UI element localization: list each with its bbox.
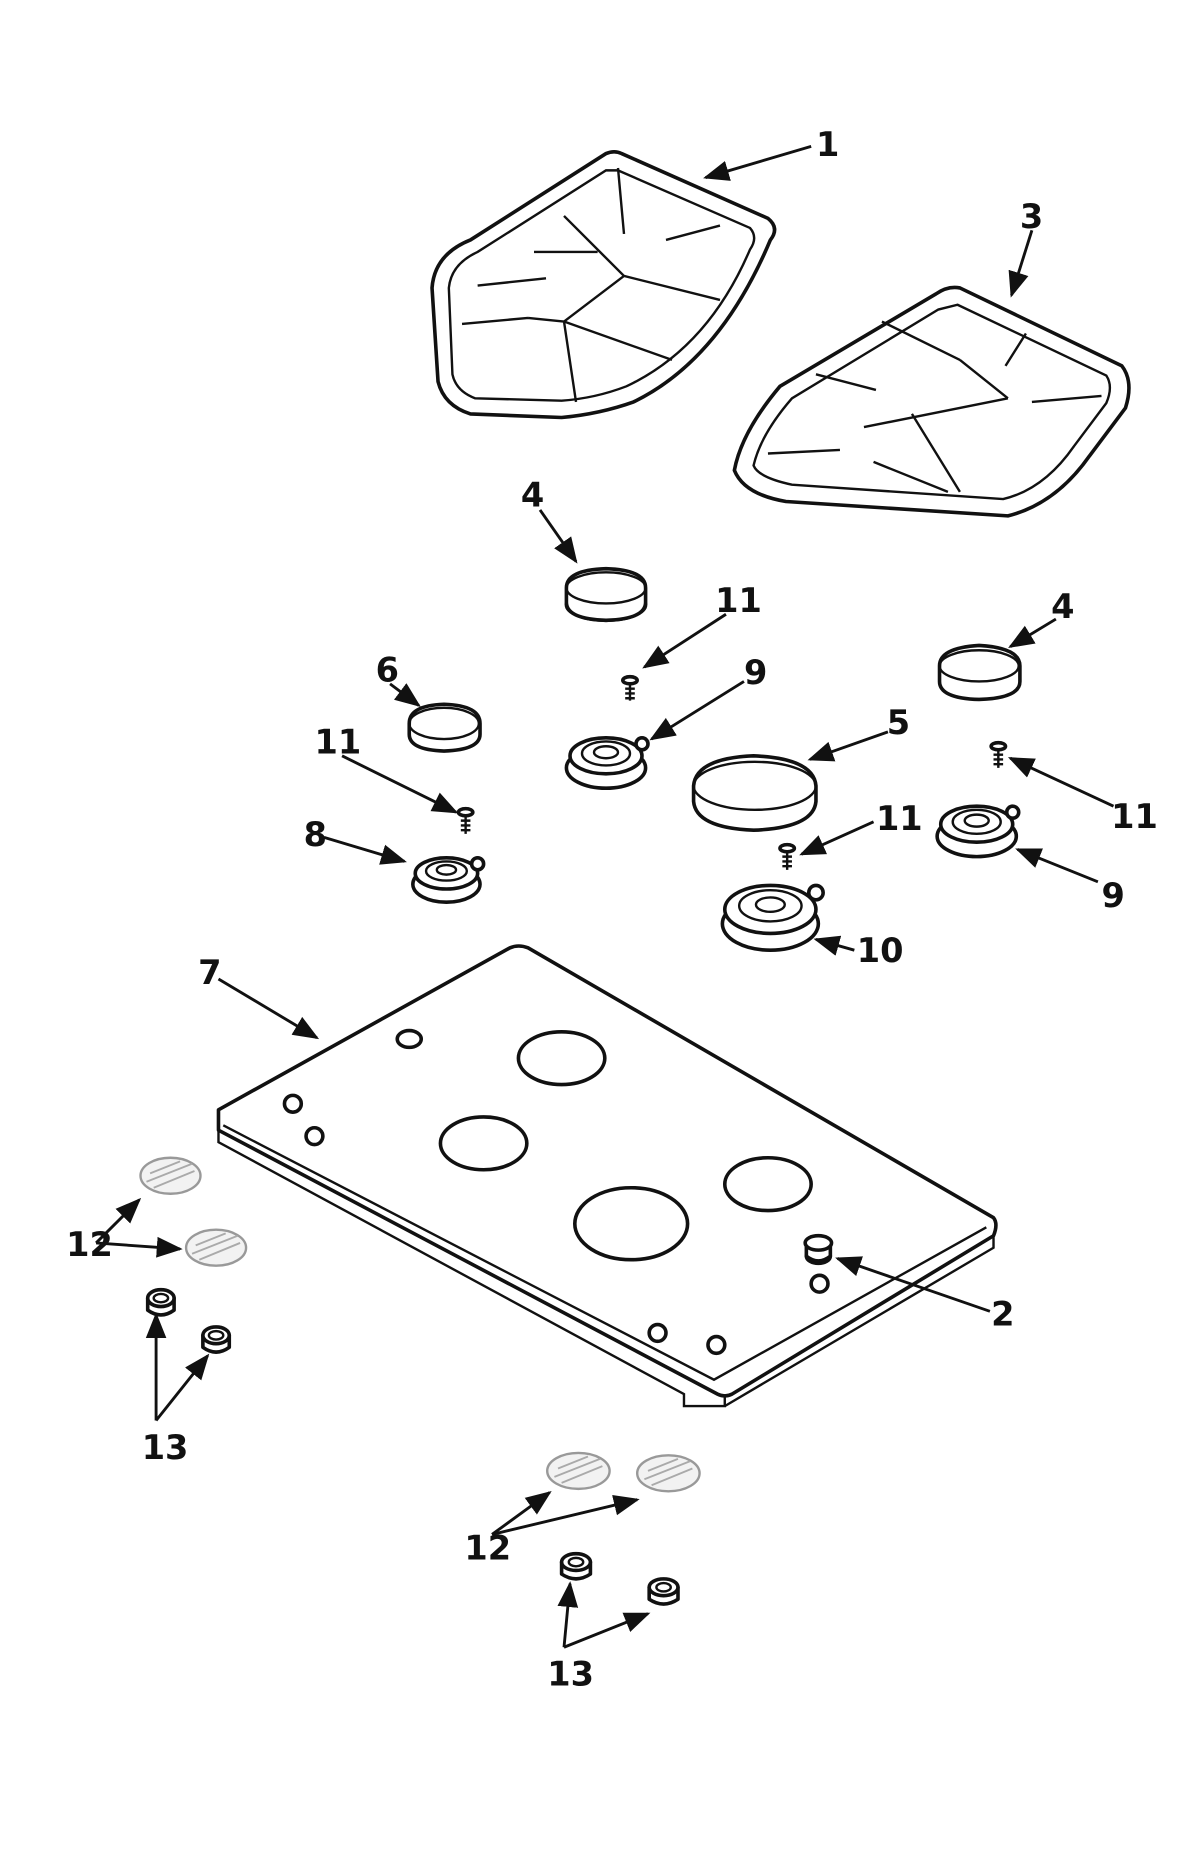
callout-4-left: 4	[521, 475, 544, 514]
bezel-part-13-a	[145, 1287, 176, 1317]
screw-part-11-d	[989, 740, 1008, 768]
callout-9-left: 9	[744, 653, 767, 692]
screw-part-11-b	[456, 806, 475, 834]
callout-11-left: 11	[314, 722, 361, 761]
bezel-part-13-b	[201, 1325, 232, 1354]
callout-8: 8	[304, 815, 327, 854]
callout-13-bottom: 13	[547, 1655, 594, 1694]
callout-12-left: 12	[66, 1225, 113, 1264]
grate-right-part-3	[732, 285, 1131, 518]
callout-9-right: 9	[1101, 876, 1124, 915]
screw-part-11-c	[778, 842, 797, 870]
leader-lines	[95, 144, 1115, 1649]
callout-4-right: 4	[1051, 587, 1074, 626]
grommet-part-2	[803, 1233, 834, 1266]
grate-left-part-1	[430, 149, 777, 420]
callout-2: 2	[991, 1295, 1014, 1334]
screw-part-11-a	[620, 674, 639, 701]
callout-11-center: 11	[876, 799, 923, 838]
burner-cap-part-4-right	[937, 643, 1022, 702]
callout-6: 6	[376, 650, 399, 689]
callout-7: 7	[198, 953, 221, 992]
burner-cap-part-6	[407, 702, 482, 753]
burner-cap-part-5	[691, 754, 818, 833]
callout-13-left: 13	[142, 1428, 189, 1467]
knob-part-12-c	[546, 1451, 611, 1491]
bezel-part-13-d	[647, 1577, 680, 1606]
callout-1: 1	[816, 125, 839, 164]
callout-5: 5	[887, 703, 910, 742]
callout-10: 10	[857, 931, 904, 970]
bezel-part-13-c	[559, 1551, 593, 1581]
callout-labels: 1 3 4 4 11 6 9 5 11 11 11 8 9 10 7 2 12 …	[66, 125, 1158, 1694]
knob-part-12-a	[139, 1156, 202, 1195]
burner-base-part-8	[411, 856, 486, 905]
burner-base-part-9-right	[935, 804, 1021, 859]
burner-base-part-9-left	[564, 736, 650, 791]
knob-part-12-d	[635, 1454, 701, 1493]
callout-11-top: 11	[715, 581, 762, 620]
knob-part-12-b	[184, 1228, 248, 1267]
cooktop-part-7	[216, 944, 998, 1408]
callout-11-right: 11	[1111, 797, 1158, 836]
callout-3: 3	[1020, 197, 1043, 236]
burner-base-part-10	[720, 883, 825, 952]
burner-cap-part-4-left	[564, 566, 648, 623]
callout-12-bottom: 12	[464, 1529, 511, 1568]
